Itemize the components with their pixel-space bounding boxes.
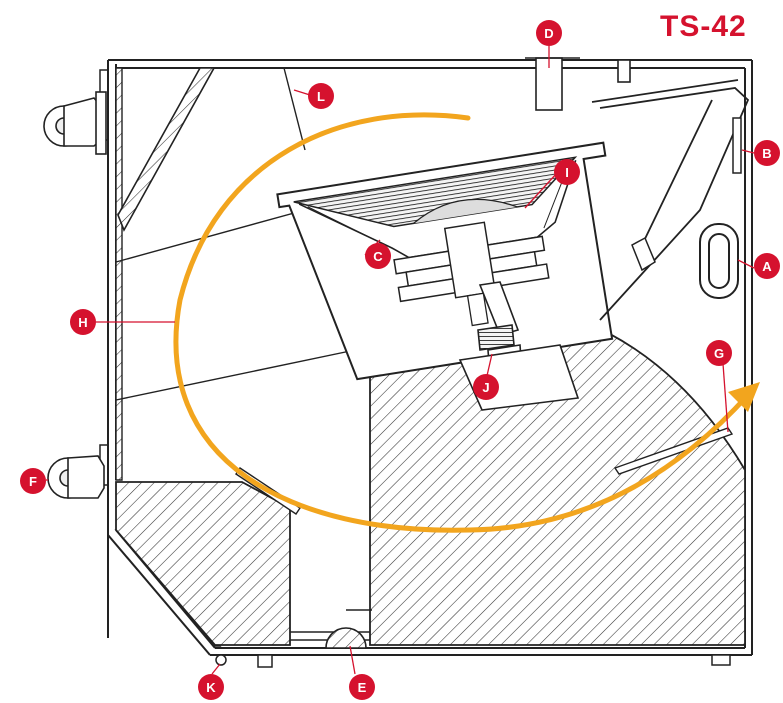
airflow-arrow	[173, 112, 760, 533]
callout-g: G	[706, 340, 732, 366]
foot-k	[215, 654, 731, 668]
callout-i: I	[554, 159, 580, 185]
svg-text:L: L	[317, 89, 325, 104]
svg-text:E: E	[358, 680, 367, 695]
callout-e: E	[349, 674, 375, 700]
svg-text:F: F	[29, 474, 37, 489]
rear-vent-handle	[631, 117, 742, 272]
driver-cone	[293, 156, 578, 228]
svg-text:J: J	[482, 380, 489, 395]
callout-d: D	[536, 20, 562, 46]
bottom-port	[325, 609, 372, 649]
svg-text:C: C	[373, 249, 383, 264]
callout-j: J	[473, 374, 499, 400]
callout-b: B	[754, 140, 780, 166]
svg-text:G: G	[714, 346, 724, 361]
top-bracket	[525, 57, 631, 111]
lower-left-block	[115, 481, 291, 646]
callout-k: K	[198, 674, 224, 700]
side-handle	[699, 223, 739, 299]
bottom-caster-wheel	[47, 455, 105, 499]
svg-text:D: D	[544, 26, 553, 41]
top-caster-wheel	[43, 91, 107, 155]
callout-l: L	[308, 83, 334, 109]
svg-text:B: B	[762, 146, 771, 161]
driver-assembly	[276, 141, 614, 381]
svg-text:I: I	[565, 165, 569, 180]
svg-text:K: K	[206, 680, 216, 695]
svg-text:H: H	[78, 315, 87, 330]
callout-f: F	[20, 468, 46, 494]
model-title: TS-42	[660, 10, 747, 43]
port-duct-lines	[115, 67, 356, 401]
callout-h: H	[70, 309, 96, 335]
svg-text:A: A	[762, 259, 772, 274]
callout-c: C	[365, 243, 391, 269]
callout-a: A	[754, 253, 780, 279]
rear-baffle	[591, 79, 750, 321]
corner-brace	[117, 67, 216, 232]
